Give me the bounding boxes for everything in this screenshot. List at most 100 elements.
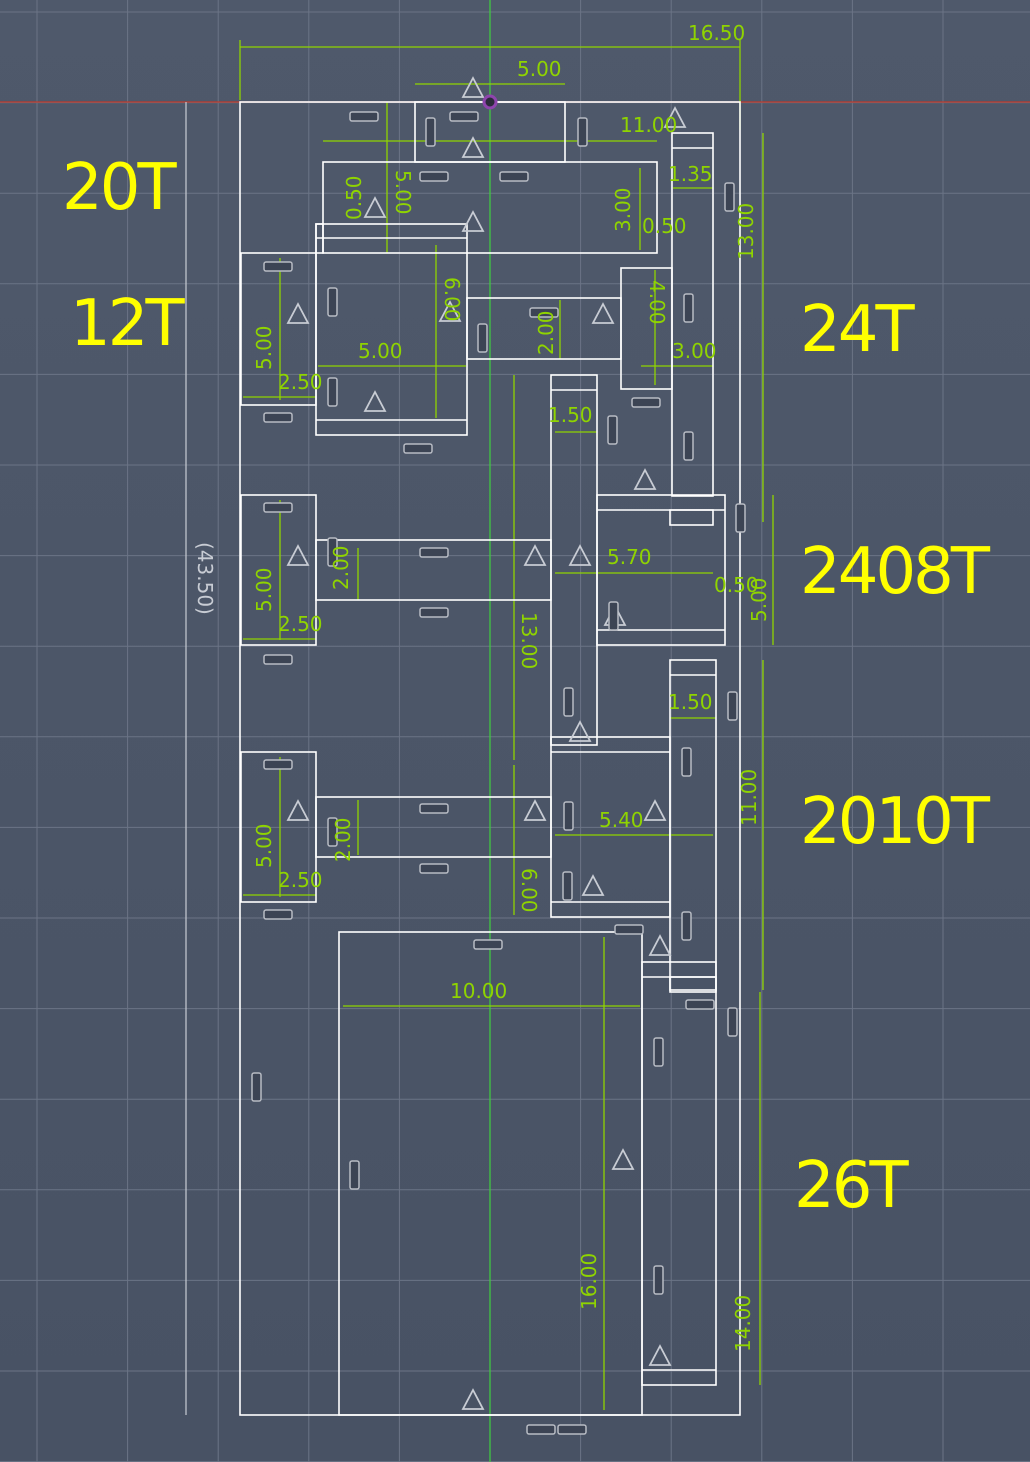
horizontal-constraint-icon [529,307,559,318]
sketch-rectangle[interactable] [669,509,714,526]
horizontal-constraint-icon [631,397,661,408]
horizontal-constraint-icon [263,759,293,770]
vertical-constraint-icon [608,601,619,631]
dim-11-00[interactable]: 11.00 [737,769,761,826]
dim-2-50-3[interactable]: 2.50 [278,868,323,892]
dimension-lines [185,40,774,1415]
dim-2-00-c[interactable]: 2.00 [331,817,355,862]
dimension-labels: 16.50 5.00 11.00 1.35 5.00 0.50 3.00 0.5… [193,21,771,1352]
sketch-rectangle[interactable] [641,961,717,1386]
horizontal-constraint-icon [263,654,293,665]
dim-6-00[interactable]: 6.00 [440,277,464,322]
dim-10-00[interactable]: 10.00 [450,979,507,1003]
horizontal-constraint-icon [419,607,449,618]
horizontal-constraint-icon [473,939,503,950]
dim-0-50-b[interactable]: 0.50 [642,214,687,238]
dim-5-00-left3[interactable]: 5.00 [252,823,276,868]
fixed-constraint-icon [363,196,387,218]
dim-2-50-1[interactable]: 2.50 [278,370,323,394]
dim-4-00[interactable]: 4.00 [645,280,669,325]
horizontal-constraint-icon [614,924,644,935]
dim-43-50-reference[interactable]: (43.50) [193,542,217,615]
label-20t: 20T [62,151,177,225]
fixed-constraint-icon [591,302,615,324]
dim-5-00-top[interactable]: 5.00 [517,57,562,81]
fixed-constraint-icon [663,106,687,128]
horizontal-constraint-icon [263,412,293,423]
constraint-icons [251,76,746,1435]
horizontal-constraint-icon [403,443,433,454]
dim-16-50[interactable]: 16.50 [688,21,745,45]
fixed-constraint-icon [648,1344,672,1366]
vertical-constraint-icon [724,182,735,212]
sketch-rectangle[interactable] [550,374,598,746]
sketch-rectangle[interactable] [596,494,726,646]
horizontal-constraint-icon [685,999,715,1010]
fixed-constraint-icon [523,544,547,566]
vertical-constraint-icon [563,687,574,717]
label-26t: 26T [794,1149,909,1223]
vertical-constraint-icon [727,691,738,721]
vertical-constraint-icon [727,1007,738,1037]
horizontal-constraint-icon [263,261,293,272]
vertical-constraint-icon [653,1265,664,1295]
dim-0-50[interactable]: 0.50 [342,175,366,220]
dim-16-00[interactable]: 16.00 [577,1253,601,1310]
vertical-constraint-icon [735,503,746,533]
sketch-rectangle[interactable] [315,539,552,601]
vertical-constraint-icon [251,1072,262,1102]
fixed-constraint-icon [568,720,592,742]
sketch-rectangle[interactable] [240,252,317,406]
label-12t: 12T [70,287,185,361]
sketch-rectangle[interactable] [315,223,468,436]
dim-14-00[interactable]: 14.00 [731,1295,755,1352]
dim-5-00-right[interactable]: 5.00 [747,577,771,622]
fixed-constraint-icon [461,210,485,232]
fixed-constraint-icon [643,799,667,821]
vertical-constraint-icon [349,1160,360,1190]
dim-13-00-right[interactable]: 13.00 [734,203,758,260]
fixed-constraint-icon [611,1148,635,1170]
dim-5-40[interactable]: 5.40 [599,808,644,832]
dim-3-00-b[interactable]: 3.00 [672,339,717,363]
sketch-rectangle[interactable] [669,976,717,993]
sketch-rectangle[interactable] [550,736,671,918]
dim-2-00[interactable]: 2.00 [534,310,558,355]
dim-5-00-vert[interactable]: 5.00 [391,170,415,215]
label-2408t: 2408T [800,535,990,609]
dim-2-00-b[interactable]: 2.00 [329,545,353,590]
dim-5-00-mid[interactable]: 5.00 [358,339,403,363]
dim-6-00-b[interactable]: 6.00 [517,868,541,913]
dim-5-00-left2[interactable]: 5.00 [252,567,276,612]
horizontal-constraint-icon [419,171,449,182]
vertical-constraint-icon [563,801,574,831]
dim-1-35[interactable]: 1.35 [668,162,713,186]
dim-1-50-1[interactable]: 1.50 [548,403,593,427]
dim-11-00[interactable]: 11.00 [620,113,677,137]
fixed-constraint-icon [568,544,592,566]
fixed-constraint-icon [286,544,310,566]
dim-13-00-center[interactable]: 13.00 [517,612,541,669]
sketch-rectangle[interactable] [322,161,658,254]
sketch-rectangle[interactable] [671,132,714,497]
dim-3-00[interactable]: 3.00 [611,187,635,232]
vertical-constraint-icon [681,911,692,941]
dim-0-50-c[interactable]: 0.50 [714,573,759,597]
dim-2-50-2[interactable]: 2.50 [278,612,323,636]
horizontal-constraint-icon [526,1424,556,1435]
dim-5-00-left1[interactable]: 5.00 [252,325,276,370]
origin-point[interactable] [482,94,498,110]
vertical-constraint-icon [327,287,338,317]
dim-5-70[interactable]: 5.70 [607,545,652,569]
dim-1-50-2[interactable]: 1.50 [668,690,713,714]
fixed-constraint-icon [461,76,485,98]
vertical-constraint-icon [681,747,692,777]
horizontal-constraint-icon [263,909,293,920]
vertical-constraint-icon [683,293,694,323]
horizontal-constraint-icon [449,111,479,122]
sketch-rectangle[interactable] [315,223,324,254]
horizontal-constraint-icon [419,803,449,814]
label-2010t: 2010T [800,785,990,859]
